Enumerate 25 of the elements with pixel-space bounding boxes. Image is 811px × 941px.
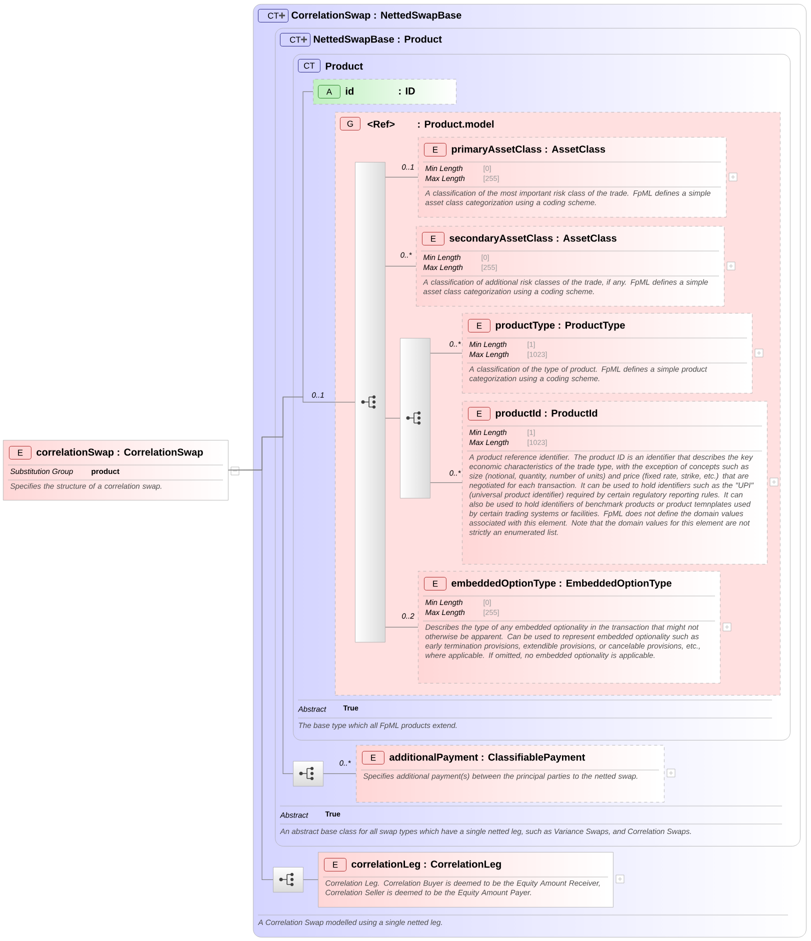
attribute-box: A id : ID <box>313 79 456 104</box>
connector <box>323 773 356 774</box>
connector <box>228 470 274 880</box>
badge: G <box>340 117 360 130</box>
compositor-box <box>293 761 324 786</box>
badge: E <box>362 751 384 764</box>
badge: E <box>468 407 490 420</box>
badge: E <box>422 232 444 246</box>
badge: E <box>424 577 446 590</box>
badge: E <box>424 143 446 156</box>
badge: CT <box>298 59 320 72</box>
compositor-box <box>273 867 304 892</box>
badge: CT <box>280 33 310 46</box>
compositor-bar <box>400 338 430 498</box>
connector <box>430 482 462 483</box>
badge: E <box>468 319 490 332</box>
connector <box>385 176 418 178</box>
badge: E <box>324 858 346 872</box>
badge: CT <box>258 9 288 22</box>
connector <box>430 352 462 354</box>
badge: E <box>9 446 32 460</box>
compositor-bar <box>355 162 386 642</box>
badge: A <box>318 85 340 98</box>
connector <box>385 626 418 628</box>
connector <box>303 879 318 880</box>
